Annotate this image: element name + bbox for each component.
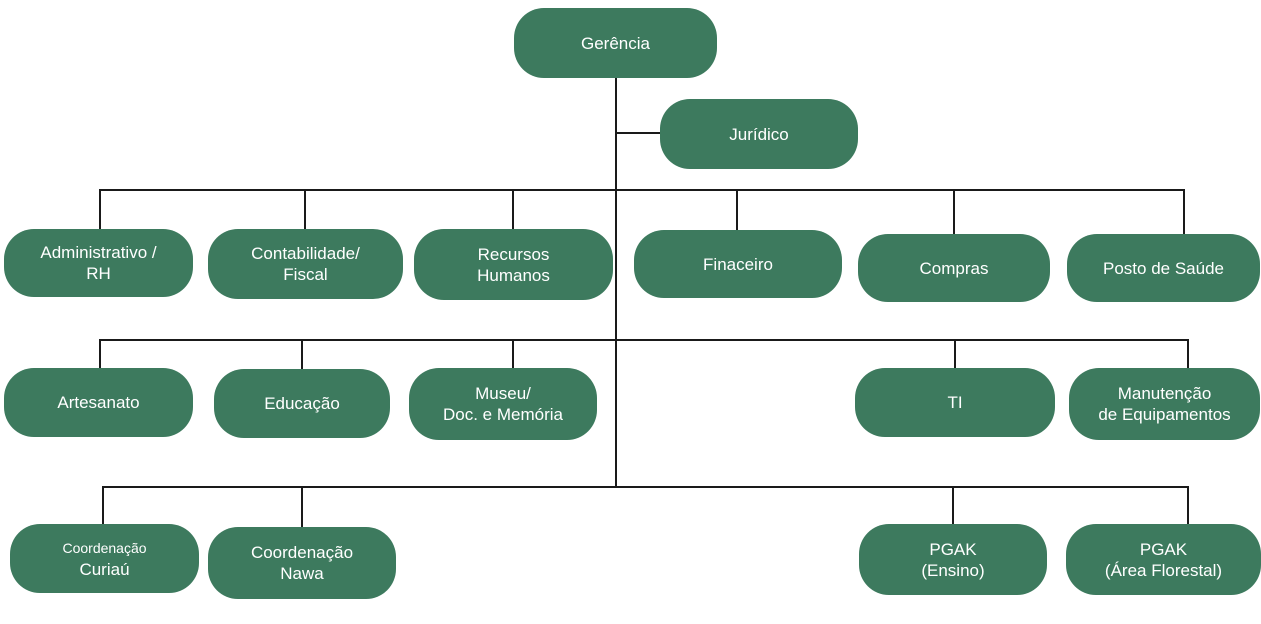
connector-posto-saude bbox=[1183, 189, 1185, 235]
node-recursos-humanos-line1: Recursos bbox=[477, 244, 550, 264]
node-gerencia: Gerência bbox=[514, 8, 717, 78]
connector-recursos-humanos bbox=[512, 189, 514, 231]
connector-trunk bbox=[615, 76, 617, 488]
connector-museu bbox=[512, 339, 514, 369]
node-museu-line1: Museu/ bbox=[475, 384, 531, 403]
node-administrativo-line2: RH bbox=[86, 264, 111, 283]
node-contabilidade-line2: Fiscal bbox=[283, 265, 328, 284]
node-juridico-label: Jurídico bbox=[729, 124, 789, 144]
connector-coord-curiau bbox=[102, 486, 104, 526]
node-coord-nawa-line1: Coordenação bbox=[250, 543, 354, 562]
node-coordenacao-nawa: Coordenação Nawa bbox=[208, 527, 396, 599]
node-administrativo-line1: Administrativo / bbox=[40, 243, 157, 262]
node-financeiro-label: Finaceiro bbox=[703, 254, 773, 274]
node-recursos-humanos: Recursos Humanos bbox=[414, 229, 613, 300]
node-artesanato-label: Artesanato bbox=[57, 393, 140, 412]
node-recursos-humanos-line2: Humanos bbox=[477, 265, 550, 285]
node-pgak-ensino-line2: (Ensino) bbox=[921, 560, 985, 580]
node-museu-line2: Doc. e Memória bbox=[443, 405, 563, 424]
connector-row3-bus bbox=[102, 486, 1189, 488]
node-posto-saude: Posto de Saúde bbox=[1067, 234, 1260, 302]
node-educacao-label: Educação bbox=[264, 394, 340, 413]
connector-pgak-ensino bbox=[952, 486, 954, 526]
connector-educacao bbox=[301, 339, 303, 371]
connector-contabilidade bbox=[304, 189, 306, 231]
connector-pgak-florestal bbox=[1187, 486, 1189, 526]
connector-juridico bbox=[616, 132, 662, 134]
node-posto-saude-label: Posto de Saúde bbox=[1103, 258, 1224, 278]
connector-administrativo bbox=[99, 189, 101, 231]
node-museu: Museu/ Doc. e Memória bbox=[409, 368, 597, 440]
node-coord-nawa-line2: Nawa bbox=[280, 564, 324, 583]
node-pgak-florestal-line2: (Área Florestal) bbox=[1104, 560, 1223, 580]
node-pgak-ensino-line1: PGAK bbox=[929, 539, 977, 559]
node-manutencao-line2: de Equipamentos bbox=[1098, 405, 1231, 424]
node-financeiro: Finaceiro bbox=[634, 230, 842, 298]
node-juridico: Jurídico bbox=[660, 99, 858, 169]
node-pgak-ensino: PGAK (Ensino) bbox=[859, 524, 1047, 595]
node-coord-curiau-line1: Coordenação bbox=[62, 539, 147, 556]
node-pgak-area-florestal: PGAK (Área Florestal) bbox=[1066, 524, 1261, 595]
connector-ti bbox=[954, 339, 956, 369]
node-ti-label: TI bbox=[947, 393, 963, 412]
node-compras: Compras bbox=[858, 234, 1050, 302]
node-manutencao-line1: Manutenção bbox=[1117, 384, 1212, 403]
node-artesanato: Artesanato bbox=[4, 368, 193, 437]
connector-compras bbox=[953, 189, 955, 235]
connector-financeiro bbox=[736, 189, 738, 231]
node-compras-label: Compras bbox=[919, 258, 989, 278]
node-gerencia-label: Gerência bbox=[581, 33, 650, 53]
connector-manutencao bbox=[1187, 339, 1189, 369]
connector-row1-bus bbox=[99, 189, 1185, 191]
node-coord-curiau-line2: Curiaú bbox=[79, 559, 130, 579]
connector-row2-bus bbox=[99, 339, 1189, 341]
node-contabilidade-fiscal: Contabilidade/ Fiscal bbox=[208, 229, 403, 299]
connector-coord-nawa bbox=[301, 486, 303, 528]
node-ti: TI bbox=[855, 368, 1055, 437]
connector-artesanato bbox=[99, 339, 101, 369]
node-contabilidade-line1: Contabilidade/ bbox=[251, 244, 360, 263]
node-coordenacao-curiau: Coordenação Curiaú bbox=[10, 524, 199, 593]
node-administrativo-rh: Administrativo / RH bbox=[4, 229, 193, 297]
node-pgak-florestal-line1: PGAK bbox=[1139, 539, 1188, 559]
node-educacao: Educação bbox=[214, 369, 390, 438]
node-manutencao: Manutenção de Equipamentos bbox=[1069, 368, 1260, 440]
